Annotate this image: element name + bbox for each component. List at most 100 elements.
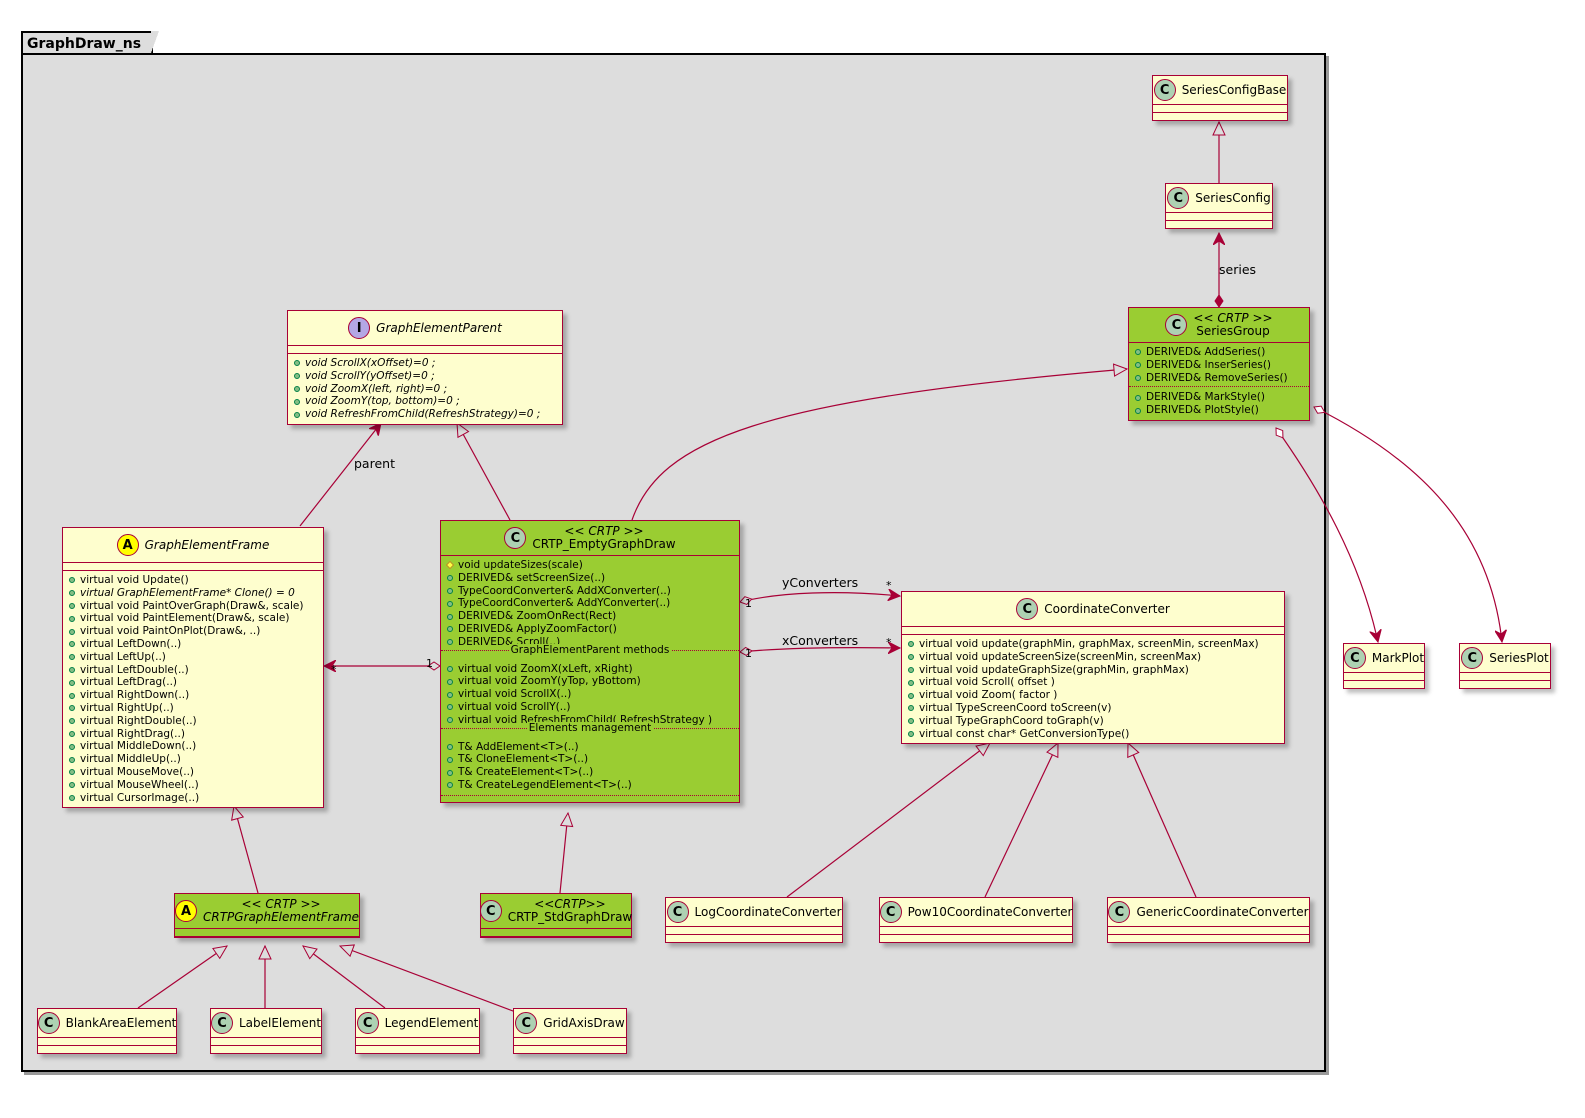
- method: virtual CursorImage(..): [69, 792, 317, 805]
- fields-compartment: [666, 927, 842, 935]
- interface-icon: I: [348, 317, 371, 339]
- class-name: CRTPGraphElementFrame: [202, 910, 360, 924]
- method: virtual RightUp(..): [69, 702, 317, 715]
- public-icon: [447, 717, 453, 724]
- method: void RefreshFromChild(RefreshStrategy)=0…: [294, 408, 556, 421]
- label-yconverters: yConverters: [782, 575, 859, 590]
- abstract-icon: A: [174, 900, 197, 922]
- public-icon: [1135, 394, 1141, 401]
- class-name: SeriesPlot: [1489, 651, 1549, 665]
- method: DERIVED& PlotStyle(): [1135, 404, 1303, 417]
- fields-compartment: [1153, 105, 1287, 113]
- method: virtual void updateGraphSize(graphMin, g…: [908, 664, 1278, 677]
- method: virtual const char* GetConversionType(): [908, 728, 1278, 741]
- section-separator: Elements management: [441, 721, 739, 740]
- public-icon: [447, 756, 453, 763]
- separator: [1129, 386, 1309, 390]
- class-icon: C: [504, 527, 527, 549]
- method: virtual MouseWheel(..): [69, 779, 317, 792]
- public-icon: [69, 743, 75, 750]
- public-icon: [447, 782, 453, 789]
- public-icon: [69, 756, 75, 763]
- class-icon: C: [210, 1012, 233, 1034]
- fields-compartment: [1344, 673, 1424, 681]
- public-icon: [69, 602, 75, 609]
- public-icon: [294, 411, 300, 418]
- public-icon: [69, 794, 75, 801]
- method: DERIVED& InserSeries(): [1135, 359, 1303, 372]
- public-icon: [908, 641, 914, 648]
- method: T& CloneElement<T>(..): [447, 753, 733, 766]
- public-icon: [908, 654, 914, 661]
- class-crtp-stdgraphdraw[interactable]: C <<CRTP>>CRTP_StdGraphDraw: [479, 893, 632, 938]
- fields-compartment: [211, 1038, 321, 1046]
- method: void ScrollY(yOffset)=0 ;: [294, 370, 556, 383]
- method: virtual RightDown(..): [69, 689, 317, 702]
- public-icon: [294, 373, 300, 380]
- public-icon: [294, 360, 300, 367]
- public-icon: [69, 692, 75, 699]
- method: TypeCoordConverter& AddYConverter(..): [447, 597, 733, 610]
- method: virtual void Update(): [69, 574, 317, 587]
- method: virtual RightDouble(..): [69, 715, 317, 728]
- methods-compartment: [666, 935, 842, 942]
- class-icon: C: [356, 1012, 379, 1034]
- fields-compartment: [902, 627, 1284, 635]
- methods-compartment: [1344, 681, 1424, 688]
- public-icon: [447, 678, 453, 685]
- method: void ScrollX(xOffset)=0 ;: [294, 357, 556, 370]
- method: virtual MiddleUp(..): [69, 753, 317, 766]
- public-icon: [447, 613, 453, 620]
- method: virtual MiddleDown(..): [69, 740, 317, 753]
- method: virtual MouseMove(..): [69, 766, 317, 779]
- class-crtp-emptygraphdraw[interactable]: C << CRTP >>CRTP_EmptyGraphDraw void upd…: [440, 520, 740, 803]
- class-icon: C: [1016, 598, 1039, 620]
- methods-compartment: virtual void update(graphMin, graphMax, …: [902, 635, 1284, 743]
- class-icon: C: [37, 1012, 60, 1034]
- label-series: series: [1219, 262, 1257, 277]
- abstract-crtpgraphelementframe[interactable]: A << CRTP >>CRTPGraphElementFrame: [174, 893, 360, 938]
- method: DERIVED& AddSeries(): [1135, 346, 1303, 359]
- public-icon: [294, 398, 300, 405]
- public-icon: [1135, 362, 1141, 369]
- class-name: Pow10CoordinateConverter: [907, 905, 1073, 919]
- public-icon: [447, 587, 453, 594]
- mult-y-many: *: [886, 579, 892, 592]
- method: virtual RightDrag(..): [69, 728, 317, 741]
- method: virtual LeftDown(..): [69, 638, 317, 651]
- stereotype: << CRTP >>: [564, 524, 644, 538]
- public-icon: [447, 575, 453, 582]
- method: void ZoomY(top, bottom)=0 ;: [294, 395, 556, 408]
- class-name: GraphElementFrame: [144, 538, 270, 552]
- class-name: SeriesConfigBase: [1181, 83, 1287, 97]
- method: T& AddElement<T>(..): [447, 741, 733, 754]
- mult-x-many: *: [886, 636, 892, 649]
- class-seriesgroup[interactable]: C << CRTP >>SeriesGroup DERIVED& AddSeri…: [1128, 307, 1310, 421]
- mult-x-one: 1: [745, 647, 752, 660]
- public-icon: [69, 705, 75, 712]
- label-xconverters: xConverters: [782, 633, 859, 648]
- fields-compartment: [481, 929, 631, 937]
- methods-compartment: [1460, 681, 1550, 688]
- section-separator: [441, 794, 739, 799]
- methods-compartment: [38, 1046, 176, 1053]
- protected-icon: [445, 561, 455, 570]
- method: virtual void Zoom( factor ): [908, 689, 1278, 702]
- public-icon: [1135, 349, 1141, 356]
- class-name: SeriesGroup: [1196, 324, 1270, 338]
- fields-compartment: [880, 927, 1072, 935]
